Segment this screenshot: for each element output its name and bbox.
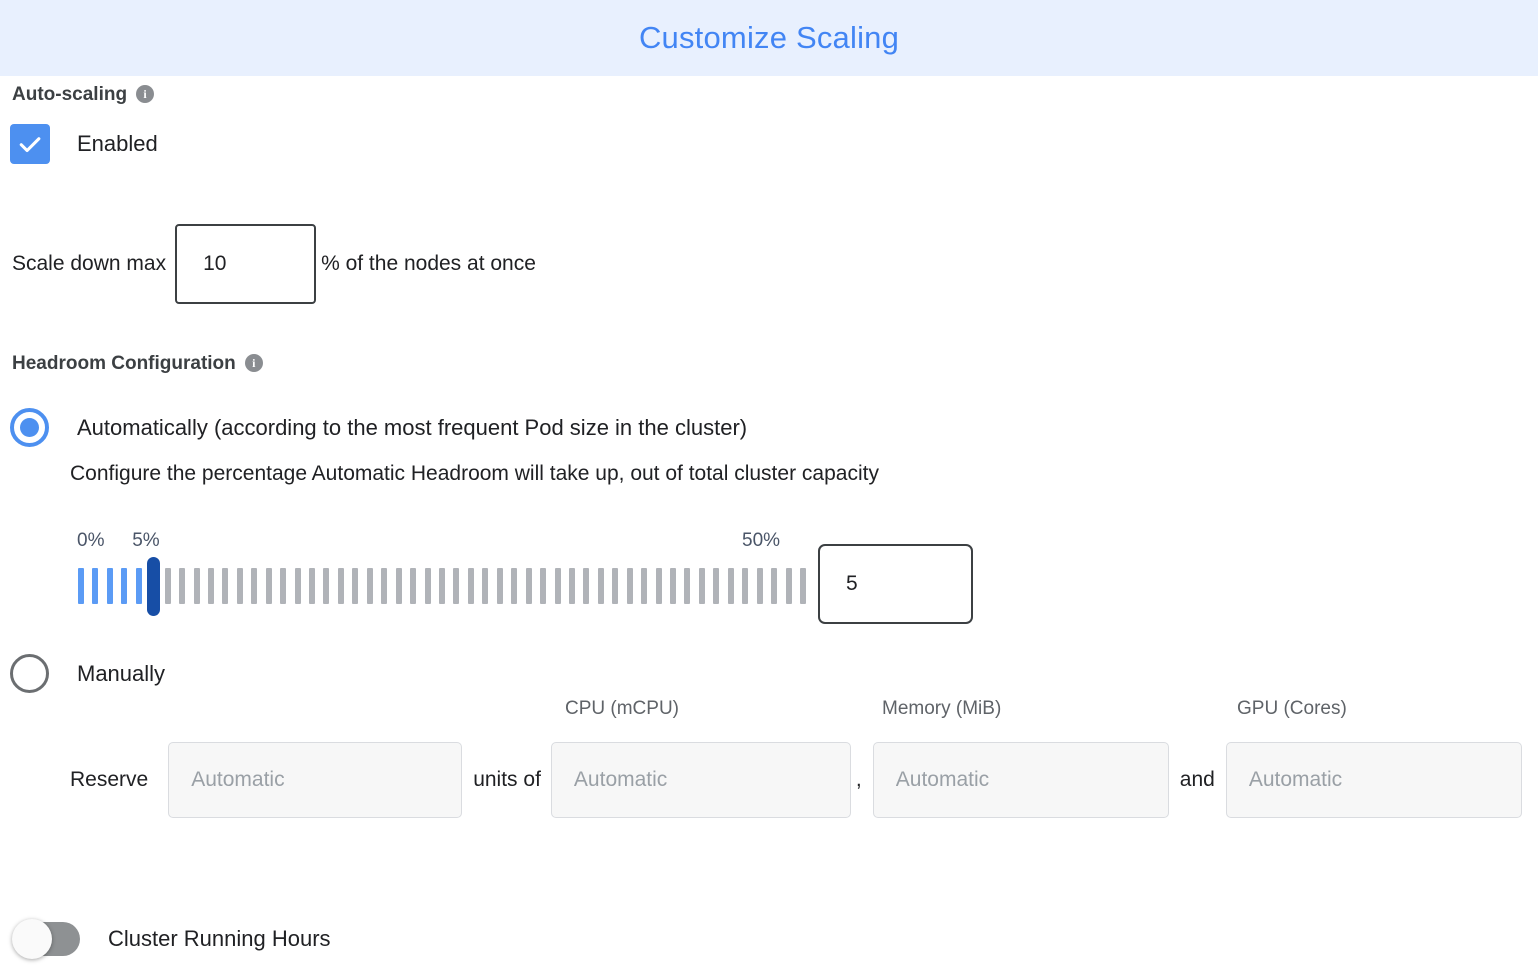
slider-tick — [655, 568, 662, 604]
slider-tick — [424, 568, 431, 604]
headroom-automatic-radio[interactable] — [10, 408, 49, 447]
slider-tick — [771, 568, 778, 604]
info-icon-headroom[interactable]: i — [244, 354, 263, 372]
slider-tick — [727, 568, 734, 604]
reserve-separator-units-of: units of — [473, 768, 541, 791]
slider-tick — [121, 568, 128, 604]
slider-tick — [511, 568, 518, 604]
slider-tick — [179, 568, 186, 604]
slider-tick — [482, 568, 489, 604]
reserve-cpu-input[interactable] — [550, 742, 851, 818]
column-header-memory: Memory (MiB) — [882, 698, 1002, 719]
slider-tick — [337, 568, 344, 604]
reserve-separator-and: and — [1179, 768, 1215, 791]
slider-tick — [164, 568, 171, 604]
slider-tick — [641, 568, 648, 604]
auto-scaling-label: Auto-scaling — [12, 84, 128, 105]
slider-tick — [236, 568, 243, 604]
slider-tick — [597, 568, 604, 604]
slider-tick — [467, 568, 474, 604]
slider-tick — [540, 568, 547, 604]
reserve-memory-input[interactable] — [872, 742, 1169, 818]
slider-tick — [135, 568, 142, 604]
slider-tick — [670, 568, 677, 604]
slider-tick — [626, 568, 633, 604]
headroom-slider-group: 0% 5% 50% — [0, 530, 1538, 640]
headroom-section-header: Headroom Configuration i — [12, 353, 263, 375]
headroom-manual-label: Manually — [77, 660, 166, 686]
slider-max-label: 50% — [742, 530, 781, 551]
slider-tick — [756, 568, 763, 604]
slider-tick — [583, 568, 590, 604]
slider-tick — [785, 568, 792, 604]
slider-tick — [265, 568, 272, 604]
scale-down-max-label: Scale down max — [12, 252, 167, 275]
slider-tick — [698, 568, 705, 604]
column-header-cpu: CPU (mCPU) — [565, 698, 679, 719]
headroom-automatic-description: Configure the percentage Automatic Headr… — [70, 462, 879, 485]
auto-scaling-section-header: Auto-scaling i — [12, 84, 155, 106]
slider-tick — [525, 568, 532, 604]
slider-tick — [554, 568, 561, 604]
slider-thumb[interactable] — [147, 557, 161, 616]
slider-tick — [352, 568, 359, 604]
reserve-gpu-input[interactable] — [1225, 742, 1522, 818]
check-icon — [19, 137, 41, 153]
slider-tick — [568, 568, 575, 604]
cluster-running-hours-toggle[interactable] — [12, 919, 80, 959]
slider-tick — [366, 568, 373, 604]
headroom-value-input[interactable] — [818, 544, 973, 624]
radio-dot — [20, 418, 39, 437]
slider-tick — [106, 568, 113, 604]
slider-tick — [410, 568, 417, 604]
slider-tick — [280, 568, 287, 604]
slider-tick — [800, 568, 806, 604]
slider-current-label: 5% — [132, 530, 160, 551]
reserve-column-headers: CPU (mCPU) Memory (MiB) GPU (Cores) — [0, 698, 1538, 724]
headroom-manual-radio[interactable] — [10, 654, 49, 693]
slider-tick — [294, 568, 301, 604]
slider-tick — [193, 568, 200, 604]
scale-down-max-suffix: % of the nodes at once — [321, 252, 536, 275]
headroom-slider[interactable] — [78, 557, 806, 616]
auto-scaling-enabled-label: Enabled — [77, 131, 158, 156]
slider-tick — [381, 568, 388, 604]
slider-tick — [222, 568, 229, 604]
slider-tick — [395, 568, 402, 604]
slider-tick — [713, 568, 720, 604]
slider-tick — [496, 568, 503, 604]
cluster-running-hours-label: Cluster Running Hours — [108, 926, 331, 951]
slider-tick — [92, 568, 99, 604]
auto-scaling-enabled-checkbox[interactable] — [10, 124, 50, 164]
toggle-knob — [12, 919, 52, 959]
reserve-label: Reserve — [70, 768, 149, 791]
scale-down-max-row: Scale down max % of the nodes at once — [12, 224, 536, 304]
reserve-row: Reserve units of , and — [0, 742, 1538, 818]
page-title: Customize Scaling — [638, 20, 900, 55]
slider-tick-labels: 0% 5% 50% — [0, 530, 1538, 560]
slider-tick — [742, 568, 749, 604]
headroom-automatic-option[interactable]: Automatically (according to the most fre… — [10, 408, 747, 447]
column-header-gpu: GPU (Cores) — [1237, 698, 1347, 719]
reserve-units-input[interactable] — [168, 742, 463, 818]
cluster-running-hours-row: Cluster Running Hours — [12, 919, 331, 959]
reserve-separator-comma: , — [855, 768, 862, 791]
slider-tick — [612, 568, 619, 604]
slider-min-label: 0% — [77, 530, 105, 551]
scale-down-max-input[interactable] — [175, 224, 317, 304]
headroom-configuration-label: Headroom Configuration — [12, 353, 236, 374]
panel-header: Customize Scaling — [0, 0, 1538, 76]
headroom-automatic-label: Automatically (according to the most fre… — [77, 414, 748, 440]
headroom-manual-option[interactable]: Manually — [10, 654, 165, 693]
info-icon-auto-scaling[interactable]: i — [136, 85, 155, 103]
slider-tick — [684, 568, 691, 604]
slider-tick — [251, 568, 258, 604]
slider-tick — [78, 568, 84, 604]
slider-tick — [453, 568, 460, 604]
slider-tick — [207, 568, 214, 604]
auto-scaling-enabled-row: Enabled — [10, 124, 158, 164]
slider-tick — [323, 568, 330, 604]
slider-tick — [439, 568, 445, 604]
slider-tick — [309, 568, 316, 604]
